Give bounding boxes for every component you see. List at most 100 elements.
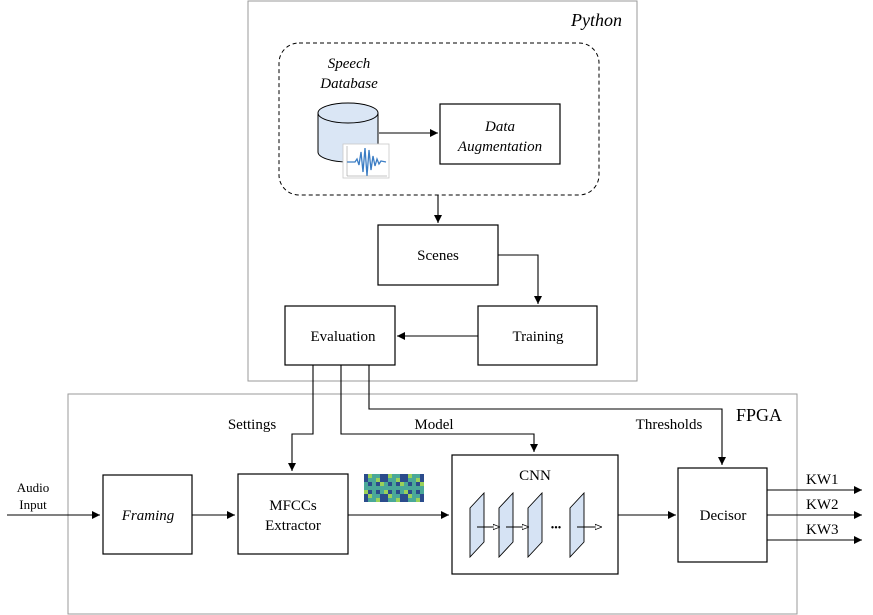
spectrogram-cell (368, 478, 372, 482)
spectrogram-cell (404, 498, 408, 502)
spectrogram-cell (368, 494, 372, 498)
spectrogram-cell (372, 494, 376, 498)
spectrogram-cell (372, 478, 376, 482)
framing-label: Framing (121, 508, 175, 524)
spectrogram-cell (404, 486, 408, 490)
spectrogram-cell (400, 498, 404, 502)
spectrogram-cell (396, 474, 400, 478)
arrow-scenes-to-training (498, 254, 542, 304)
spectrogram-cell (388, 486, 392, 490)
model-label: Model (414, 417, 453, 433)
spectrogram-cell (384, 498, 388, 502)
spectrogram-cell (380, 494, 384, 498)
spectrogram-cell (388, 482, 392, 486)
waveform-icon (342, 143, 390, 179)
spectrogram-cell (388, 494, 392, 498)
spectrogram-cell (404, 490, 408, 494)
spectrogram-cell (400, 490, 404, 494)
python-frame: Python (247, 0, 638, 382)
spectrogram-cell (380, 482, 384, 486)
spectrogram-cell (396, 494, 400, 498)
spectrogram-cell (400, 478, 404, 482)
kw2-label: KW2 (806, 497, 839, 513)
spectrogram-cell (404, 474, 408, 478)
spectrogram-cell (420, 490, 424, 494)
spectrogram-cell (364, 490, 368, 494)
keyword-outputs: KW1 KW2 KW3 (767, 472, 862, 544)
spectrogram-cell (376, 478, 380, 482)
spectrogram-cell (416, 498, 420, 502)
audio-input-label-line2: Input (19, 497, 47, 512)
mfccs-label-line2: Extractor (265, 518, 321, 534)
spectrogram-cell (404, 478, 408, 482)
spectrogram-cell (416, 486, 420, 490)
spectrogram-cell (400, 486, 404, 490)
spectrogram-cell (400, 482, 404, 486)
spectrogram-cell (376, 474, 380, 478)
spectrogram-cell (364, 494, 368, 498)
audio-input-label-line1: Audio (17, 480, 50, 495)
arrow-thresholds (368, 365, 726, 465)
thresholds-label: Thresholds (636, 417, 703, 433)
spectrogram-cell (420, 498, 424, 502)
spectrogram-cell (412, 490, 416, 494)
spectrogram-cell (392, 490, 396, 494)
spectrogram-cell (396, 498, 400, 502)
deployment-connectors: Settings Model Thresholds (228, 365, 726, 471)
spectrogram-cell (384, 482, 388, 486)
spectrogram-cell (420, 482, 424, 486)
spectrogram-cell (384, 486, 388, 490)
evaluation-label: Evaluation (311, 329, 376, 345)
spectrogram-cell (364, 482, 368, 486)
spectrogram-cell (368, 482, 372, 486)
data-augmentation-box: Data Augmentation (439, 103, 561, 165)
scenes-label: Scenes (417, 248, 459, 264)
mfccs-extractor-box: MFCCs Extractor (237, 473, 349, 555)
spectrogram-cell (420, 474, 424, 478)
spectrogram-cell (372, 498, 376, 502)
kw3-label: KW3 (806, 522, 839, 538)
scenes-box: Scenes (377, 224, 499, 286)
spectrogram-cell (380, 486, 384, 490)
spectrogram-cell (364, 498, 368, 502)
arrow-settings (288, 365, 314, 471)
spectrogram-cell (396, 482, 400, 486)
spectrogram-cell (396, 478, 400, 482)
spectrogram-cell (368, 486, 372, 490)
spectrogram-cell (380, 498, 384, 502)
spectrogram-cell (416, 474, 420, 478)
mfccs-label-line1: MFCCs (269, 498, 317, 514)
spectrogram-cell (404, 482, 408, 486)
cnn-ellipsis: ••• (551, 523, 562, 534)
cnn-layer-4 (569, 491, 585, 559)
cnn-label: CNN (519, 468, 551, 484)
spectrogram-cell (376, 494, 380, 498)
spectrogram-cell (384, 474, 388, 478)
spectrogram-cell (412, 482, 416, 486)
fpga-frame: FPGA (67, 393, 798, 615)
spectrogram-cell (416, 482, 420, 486)
cnn-layer-1 (469, 491, 485, 559)
spectrogram-cell (380, 478, 384, 482)
mfcc-spectrogram-image (364, 474, 424, 502)
spectrogram-cell (420, 494, 424, 498)
fpga-frame-title: FPGA (736, 405, 782, 425)
spectrogram-cell (376, 490, 380, 494)
spectrogram-cell (368, 490, 372, 494)
spectrogram-cell (388, 474, 392, 478)
audio-input: Audio Input (7, 480, 100, 519)
spectrogram-cell (368, 474, 372, 478)
cnn-layer-3 (527, 491, 543, 559)
spectrogram-cell (392, 478, 396, 482)
spectrogram-cell (364, 474, 368, 478)
spectrogram-cell (376, 498, 380, 502)
python-frame-title: Python (570, 10, 622, 30)
dataset-group (278, 42, 600, 196)
spectrogram-cell (420, 478, 424, 482)
spectrogram-cell (412, 498, 416, 502)
speech-database-label-line2: Database (319, 76, 378, 92)
spectrogram-cell (372, 490, 376, 494)
cnn-layer-2 (498, 491, 514, 559)
spectrogram-cell (392, 498, 396, 502)
